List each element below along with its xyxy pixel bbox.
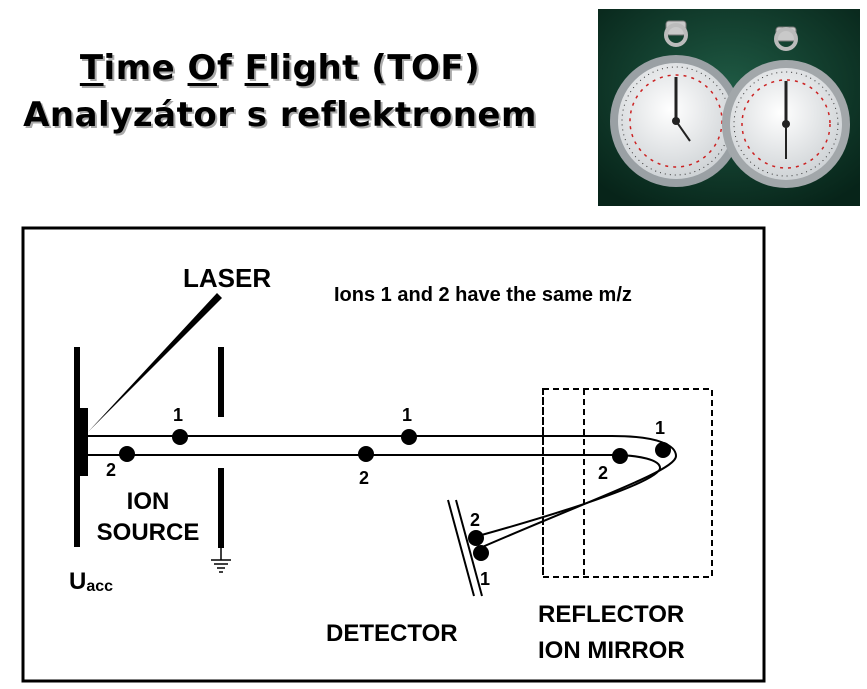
ion-2-marker: [358, 446, 374, 462]
reflector: [542, 388, 713, 578]
ion-2-label: 2: [598, 463, 608, 483]
ion-path-1: [88, 435, 678, 549]
stopwatch-icon: [722, 26, 850, 188]
ion-2-label: 2: [106, 460, 116, 480]
sample-plate: [74, 347, 80, 547]
extraction-grid-top: [218, 347, 224, 417]
title-initial-f: F: [244, 48, 269, 88]
extraction-grid-bottom: [218, 468, 224, 548]
ion-path-2: [88, 454, 662, 537]
page-subtitle: Analyzátor s reflektronem: [23, 95, 537, 135]
stopwatch-photo: [598, 9, 860, 206]
stopwatch-icon: [610, 20, 742, 187]
ion-source-label-1: ION: [127, 488, 170, 515]
ion-2-marker: [612, 448, 628, 464]
reflector-label-2: ION MIRROR: [538, 637, 685, 664]
laser-label: LASER: [183, 263, 271, 293]
ion-2-label: 2: [359, 468, 369, 488]
ion-source-label-2: SOURCE: [97, 519, 200, 546]
ion-1-label: 1: [655, 418, 665, 438]
ion-1-label: 1: [480, 569, 490, 589]
ion-markers: [119, 429, 671, 561]
ion-1-marker: [473, 545, 489, 561]
ion-1-marker: [655, 442, 671, 458]
page-title: Time Of Flight (TOF): [0, 48, 560, 88]
ground-icon: [211, 548, 231, 573]
ion-2-label: 2: [470, 510, 480, 530]
ion-1-label: 1: [173, 405, 183, 425]
title-initial-o: O: [187, 48, 217, 88]
voltage-label-main: U: [69, 568, 86, 595]
reflector-label-1: REFLECTOR: [538, 601, 684, 628]
ion-2-marker: [119, 446, 135, 462]
diagram-frame: [21, 226, 766, 683]
ion-1-marker: [172, 429, 188, 445]
voltage-label-sub: acc: [86, 578, 113, 595]
title-initial-t: T: [79, 48, 104, 88]
ion-1-label: 1: [402, 405, 412, 425]
ion-2-marker: [468, 530, 484, 546]
detector: [447, 499, 483, 597]
same-mz-note: Ions 1 and 2 have the same m/z: [334, 284, 632, 306]
title-part: f: [216, 48, 245, 88]
title-part: ime: [103, 48, 188, 88]
sample-plate-target: [80, 408, 88, 476]
detector-label: DETECTOR: [326, 620, 458, 647]
title-part: light (TOF): [268, 48, 481, 88]
ion-1-marker: [401, 429, 417, 445]
laser-beam: [88, 293, 222, 432]
voltage-label: Uacc: [69, 568, 113, 595]
